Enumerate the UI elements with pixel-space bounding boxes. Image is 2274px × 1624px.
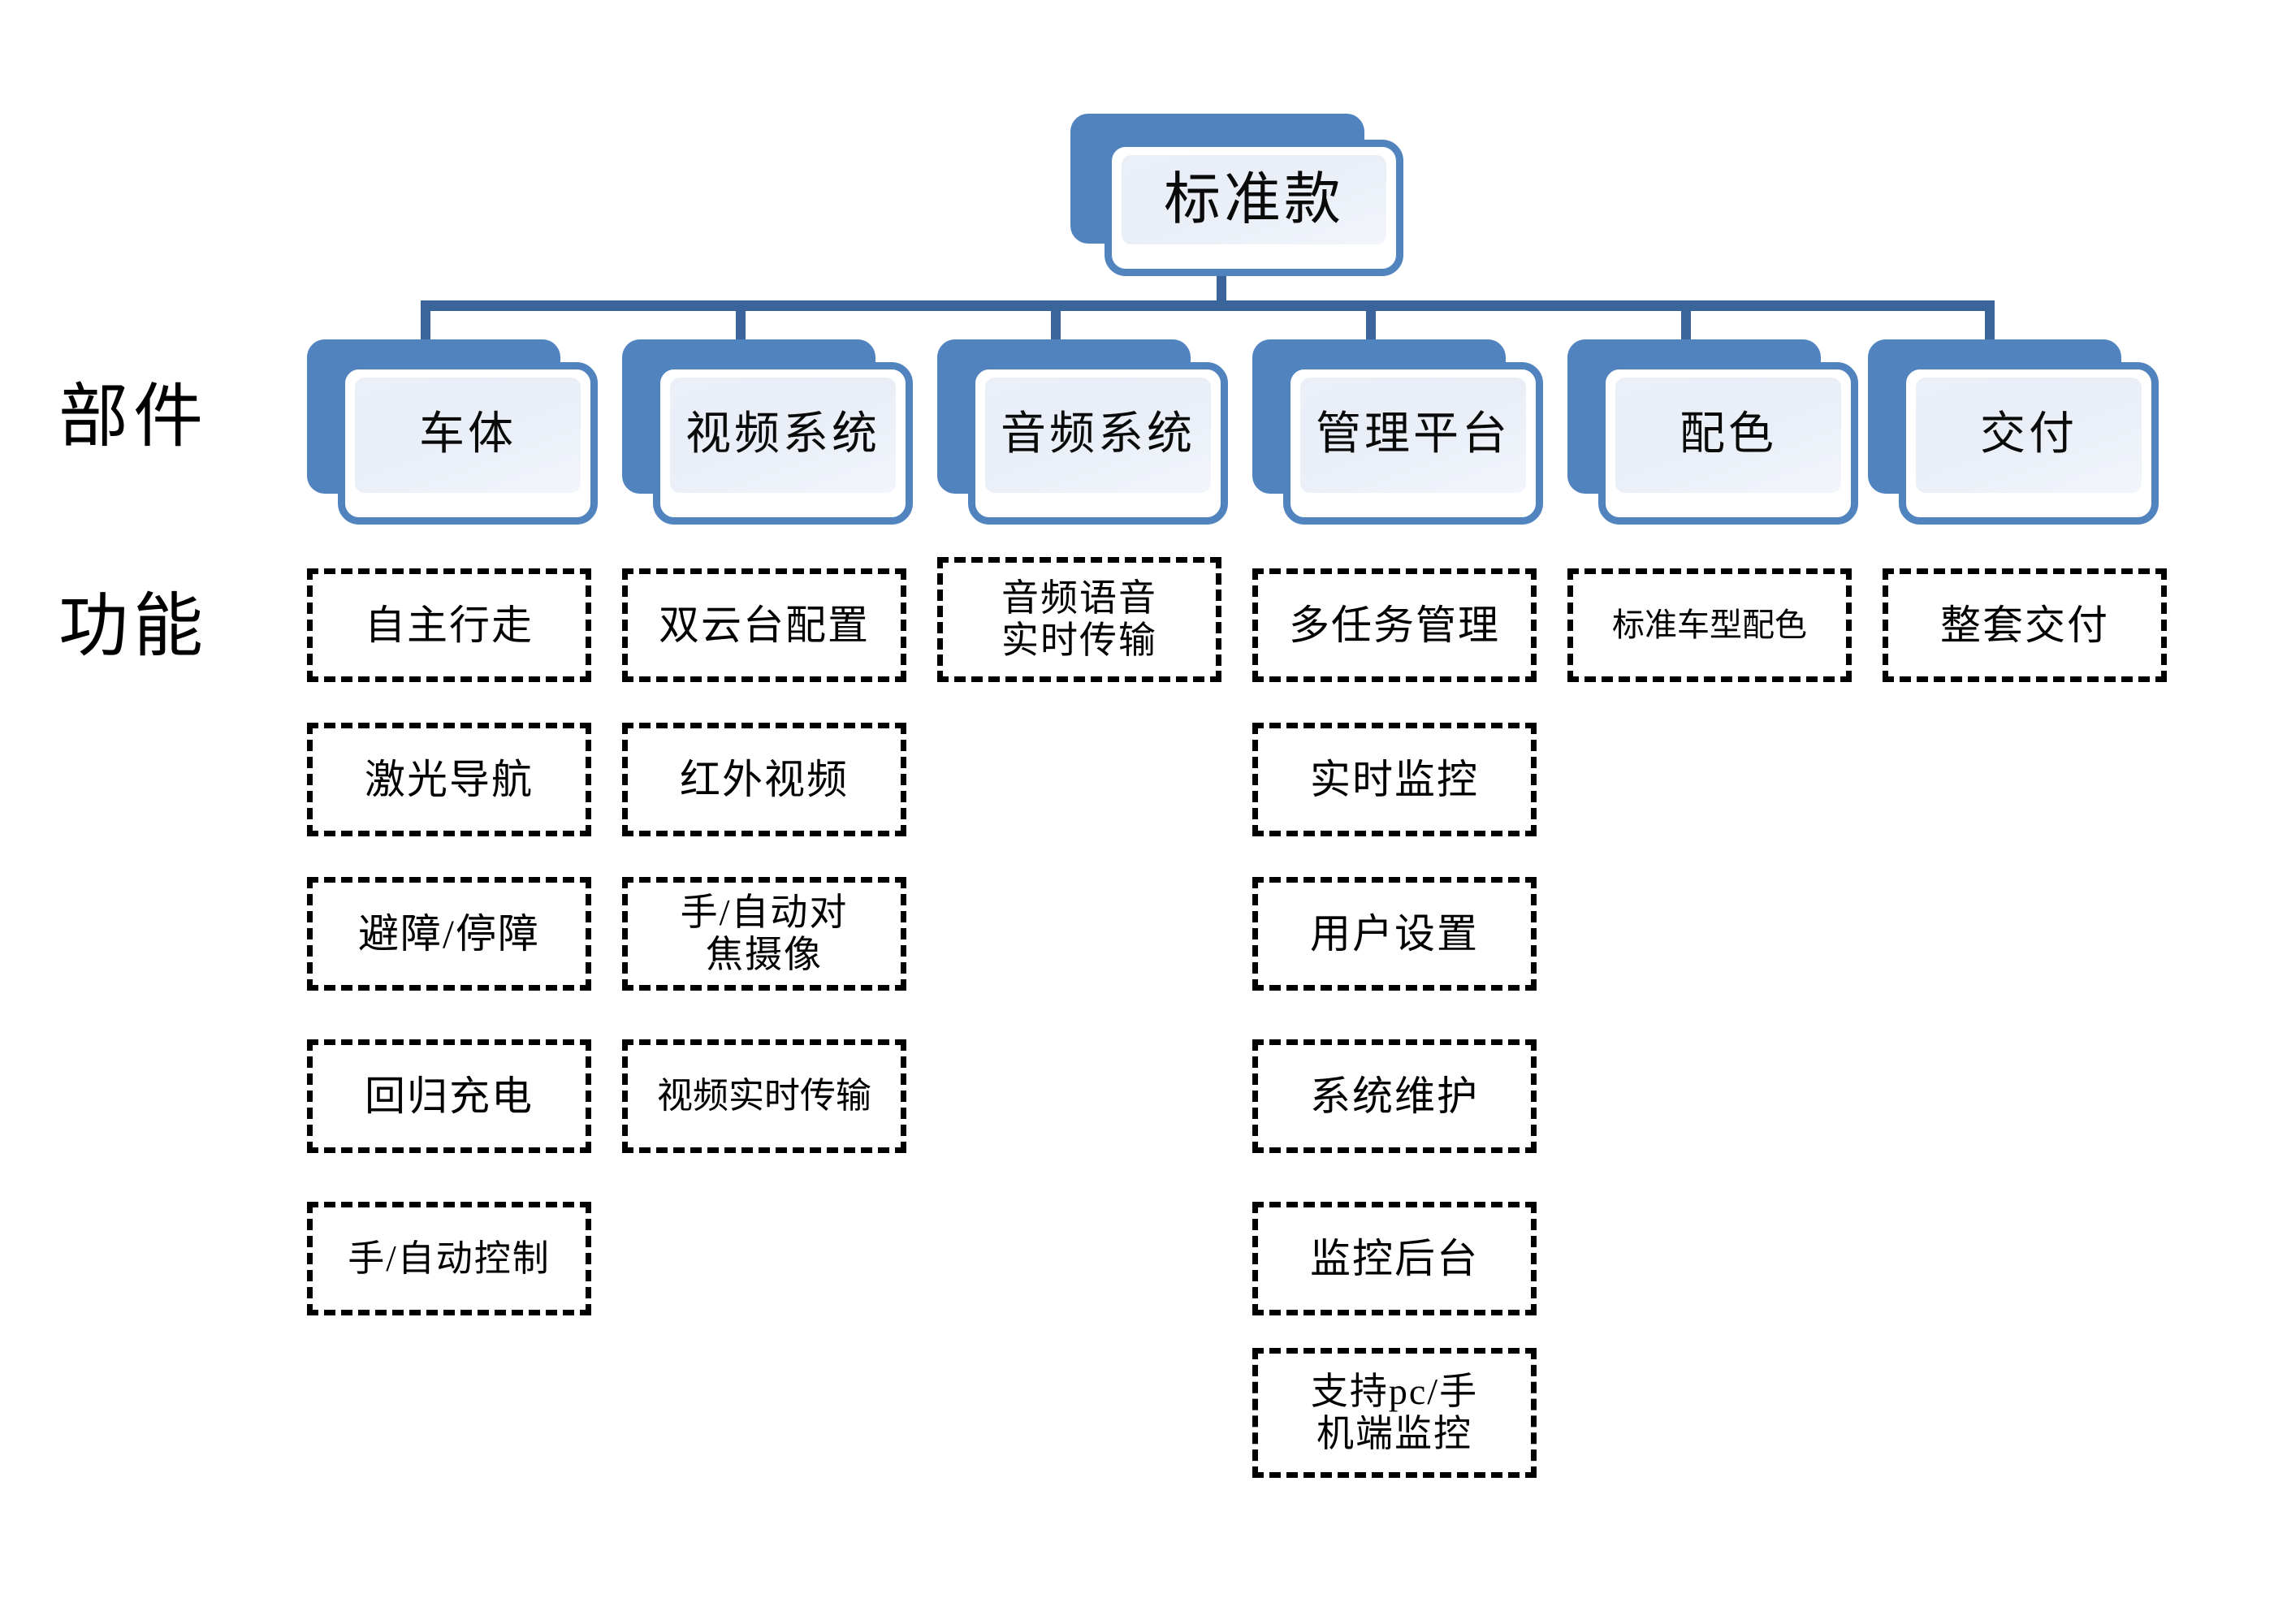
function-label: 标准车型配色 [1612,606,1807,643]
function-label: 回归充电 [365,1073,534,1119]
function-label: 多任务管理 [1289,603,1500,648]
node-component-label: 管理平台 [1316,408,1511,460]
function-box[interactable]: 用户设置 [1252,877,1537,991]
node-card: 视频系统 [653,362,913,525]
function-label: 整套交付 [1940,603,2109,648]
function-label: 手/自动控制 [348,1237,551,1279]
function-label: 监控后台 [1310,1236,1479,1281]
function-label: 支持pc/手 机端监控 [1310,1371,1479,1454]
node-component-delivery[interactable]: 交付 [1868,339,2160,526]
function-box[interactable]: 回归充电 [307,1039,591,1153]
function-box[interactable]: 手/自动控制 [307,1202,591,1315]
node-inner-panel [670,378,896,493]
node-component-video-system[interactable]: 视频系统 [622,339,914,526]
node-component-label: 配色 [1680,408,1777,460]
function-box[interactable]: 双云台配置 [622,568,906,682]
function-box[interactable]: 激光导航 [307,723,591,836]
function-box[interactable]: 红外视频 [622,723,906,836]
function-label: 红外视频 [680,757,849,802]
node-component-management-platform[interactable]: 管理平台 [1252,339,1545,526]
node-component-label: 交付 [1980,408,2077,460]
node-root-inner-panel [1122,155,1386,244]
node-card: 配色 [1598,362,1858,525]
function-box[interactable]: 实时监控 [1252,723,1537,836]
row-label-functions: 功能 [58,587,208,665]
function-label: 系统维护 [1310,1073,1479,1119]
node-component-audio-system[interactable]: 音频系统 [937,339,1230,526]
node-inner-panel [1300,378,1526,493]
function-box[interactable]: 整套交付 [1883,568,2167,682]
connector-root-stem [1217,276,1226,305]
function-box[interactable]: 视频实时传输 [622,1039,906,1153]
function-box[interactable]: 标准车型配色 [1567,568,1852,682]
function-label: 用户设置 [1310,911,1479,957]
function-label: 视频实时传输 [657,1076,871,1116]
function-box[interactable]: 系统维护 [1252,1039,1537,1153]
node-card: 音频系统 [968,362,1228,525]
function-box[interactable]: 音频语音 实时传输 [937,557,1221,682]
node-component-label: 音频系统 [1001,408,1195,460]
function-box[interactable]: 避障/停障 [307,877,591,991]
function-label: 双云台配置 [659,603,870,648]
node-card: 管理平台 [1283,362,1543,525]
function-box[interactable]: 自主行走 [307,568,591,682]
function-box[interactable]: 多任务管理 [1252,568,1537,682]
connector-bus [421,300,1995,311]
function-label: 激光导航 [365,757,534,802]
node-inner-panel [355,378,581,493]
node-component-vehicle-body[interactable]: 车体 [307,339,599,526]
node-component-color-scheme[interactable]: 配色 [1567,339,1860,526]
node-inner-panel [985,378,1211,493]
node-root-label: 标准款 [1164,169,1344,232]
node-component-label: 视频系统 [685,408,880,460]
node-inner-panel [1916,378,2142,493]
node-component-label: 车体 [419,408,517,460]
row-label-components: 部件 [58,378,208,456]
function-box[interactable]: 监控后台 [1252,1202,1537,1315]
function-label: 自主行走 [365,603,534,648]
function-label: 实时监控 [1310,757,1479,802]
function-label: 避障/停障 [358,911,540,957]
node-root[interactable]: 标准款 [1070,114,1403,276]
node-card: 车体 [338,362,598,525]
function-box[interactable]: 支持pc/手 机端监控 [1252,1348,1537,1478]
node-inner-panel [1615,378,1841,493]
function-box[interactable]: 手/自动对 焦摄像 [622,877,906,991]
function-label: 手/自动对 焦摄像 [680,892,849,975]
node-root-card: 标准款 [1105,140,1403,276]
function-label: 音频语音 实时传输 [1001,577,1157,661]
node-card: 交付 [1899,362,2159,525]
